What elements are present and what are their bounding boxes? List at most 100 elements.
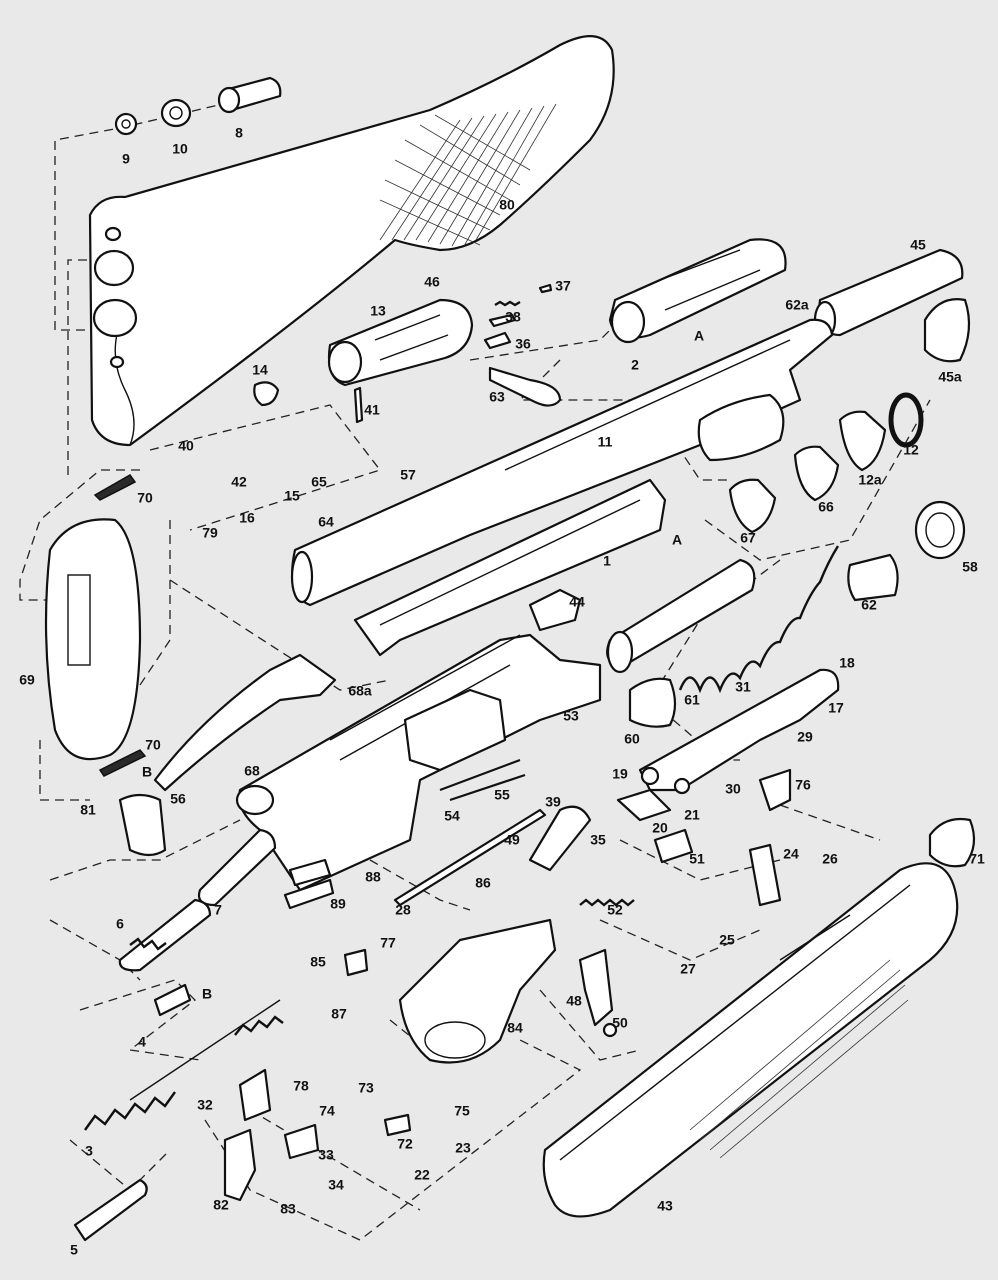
callout-43: 43	[657, 1198, 673, 1214]
callout-49: 49	[504, 832, 520, 848]
ring-71	[928, 817, 976, 868]
callout-7: 7	[214, 902, 222, 918]
callout-12: 12	[903, 442, 919, 458]
callout-55: 55	[494, 787, 510, 803]
callout-65: 65	[311, 474, 327, 490]
callout-42: 42	[231, 474, 247, 490]
callout-5: 5	[70, 1242, 78, 1258]
callout-26: 26	[822, 851, 838, 867]
callout-60: 60	[624, 731, 640, 747]
callout-4: 4	[138, 1034, 146, 1050]
callout-71: 71	[969, 851, 985, 867]
callout-63: 63	[489, 389, 505, 405]
callout-B1: B	[142, 764, 152, 780]
bolt-assembly	[253, 283, 562, 424]
forearm-checkering	[689, 959, 909, 1159]
recoil-spring-parts	[73, 983, 284, 1242]
callout-A2: A	[672, 532, 682, 548]
callout-51: 51	[689, 851, 705, 867]
callout-66: 66	[818, 499, 834, 515]
callout-45a: 45a	[938, 369, 962, 385]
callout-81: 81	[80, 802, 96, 818]
callout-74: 74	[319, 1103, 335, 1119]
callout-35: 35	[590, 832, 606, 848]
callout-45: 45	[910, 237, 926, 253]
callout-79: 79	[202, 525, 218, 541]
callout-B2: B	[202, 986, 212, 1002]
callout-25: 25	[719, 932, 735, 948]
breech-bolt-and-action-bars	[353, 478, 840, 728]
callout-41: 41	[364, 402, 380, 418]
callout-13: 13	[370, 303, 386, 319]
callout-16: 16	[239, 510, 255, 526]
callout-48: 48	[566, 993, 582, 1009]
callout-83: 83	[280, 1201, 296, 1217]
callout-69: 69	[19, 672, 35, 688]
callout-86: 86	[475, 875, 491, 891]
callout-9: 9	[122, 151, 130, 167]
callout-67: 67	[740, 530, 756, 546]
callout-36: 36	[515, 336, 531, 352]
callout-20: 20	[652, 820, 668, 836]
callout-29: 29	[797, 729, 813, 745]
callout-31: 31	[735, 679, 751, 695]
callout-1: 1	[603, 553, 611, 569]
callout-19: 19	[612, 766, 628, 782]
callout-11: 11	[598, 434, 613, 450]
callout-3: 3	[85, 1143, 93, 1159]
callout-27: 27	[680, 961, 696, 977]
callout-64: 64	[318, 514, 334, 530]
callout-28: 28	[395, 902, 411, 918]
callout-70b: 70	[145, 737, 161, 753]
callout-58: 58	[962, 559, 978, 575]
callout-2: 2	[631, 357, 639, 373]
callout-15: 15	[284, 488, 300, 504]
magazine-cap-parts	[728, 392, 966, 602]
callout-10: 10	[172, 141, 188, 157]
callout-17: 17	[828, 700, 844, 716]
callout-88: 88	[365, 869, 381, 885]
callout-62: 62	[861, 597, 877, 613]
callout-38: 38	[505, 309, 521, 325]
carrier-and-latches	[288, 668, 840, 907]
callout-89: 89	[330, 896, 346, 912]
callout-32: 32	[197, 1097, 213, 1113]
forearm	[542, 862, 959, 1218]
callout-23: 23	[455, 1140, 471, 1156]
callout-72: 72	[397, 1136, 413, 1152]
callout-68: 68	[244, 763, 260, 779]
callout-62a: 62a	[785, 297, 809, 313]
callout-77: 77	[380, 935, 396, 951]
callout-61: 61	[684, 692, 700, 708]
callout-56: 56	[170, 791, 186, 807]
callout-87: 87	[331, 1006, 347, 1022]
callout-44: 44	[569, 594, 585, 610]
callout-8: 8	[235, 125, 243, 141]
callout-33: 33	[318, 1147, 334, 1163]
callout-21: 21	[684, 807, 700, 823]
callout-22: 22	[414, 1167, 430, 1183]
stock-bolt-parts	[114, 76, 282, 136]
magazine-tube-parts	[118, 828, 335, 972]
receiver	[235, 633, 602, 892]
callout-76: 76	[795, 777, 811, 793]
callout-50: 50	[612, 1015, 628, 1031]
callout-24: 24	[783, 846, 799, 862]
callout-70a: 70	[137, 490, 153, 506]
callout-75: 75	[454, 1103, 470, 1119]
callout-18: 18	[839, 655, 855, 671]
callout-30: 30	[725, 781, 741, 797]
callout-46: 46	[424, 274, 440, 290]
callout-68a: 68a	[348, 683, 372, 699]
callout-73: 73	[358, 1080, 374, 1096]
callout-37: 37	[555, 278, 571, 294]
butt-plate	[44, 474, 147, 777]
callout-82: 82	[213, 1197, 229, 1213]
callout-53: 53	[563, 708, 579, 724]
callout-85: 85	[310, 954, 326, 970]
callout-12a: 12a	[858, 472, 882, 488]
trigger-plate-assembly	[223, 828, 694, 1202]
callout-84: 84	[507, 1020, 523, 1036]
